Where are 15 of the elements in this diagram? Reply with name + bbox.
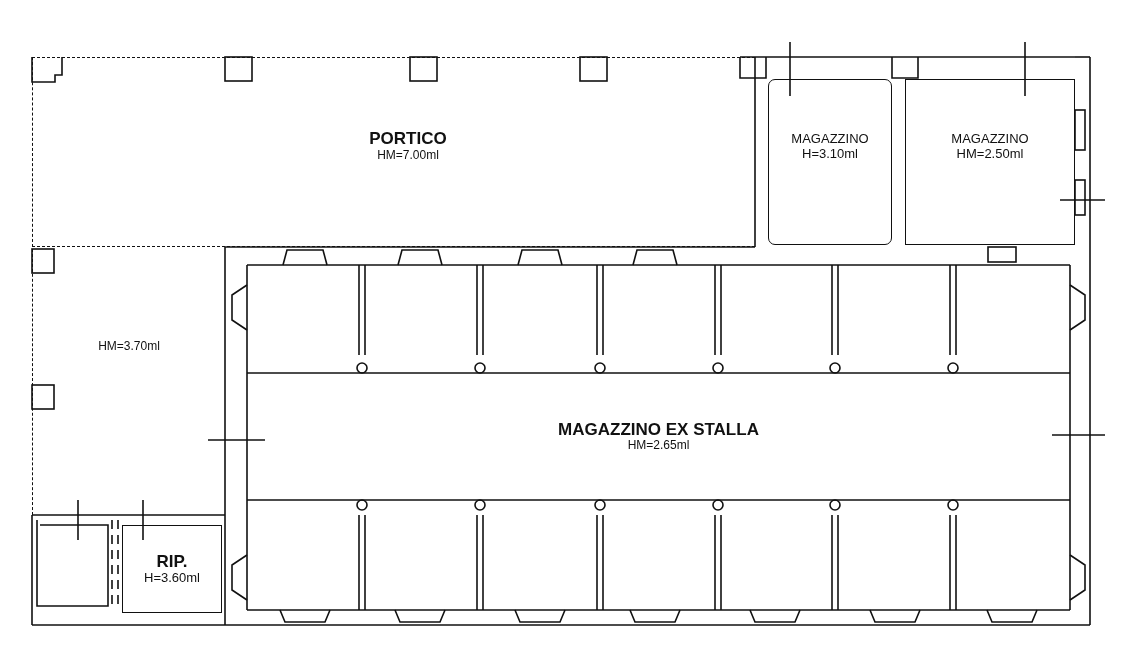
height-label: HM=3.70ml <box>98 340 160 354</box>
room-name: MAGAZZINO <box>951 132 1029 147</box>
height-label: HM=2.50ml <box>956 147 1024 162</box>
room <box>768 79 892 245</box>
room <box>905 79 1075 245</box>
room <box>32 57 755 247</box>
height-label: HM=7.00ml <box>377 148 439 163</box>
room-name: MAGAZZINO <box>791 132 869 147</box>
room-name: PORTICO <box>369 129 447 149</box>
room <box>122 525 222 613</box>
room-name: MAGAZZINO EX STALLA <box>558 419 759 440</box>
height-label: HM=2.65ml <box>627 439 690 454</box>
room-name: RIP. <box>156 551 188 572</box>
height-label: H=3.10ml <box>802 147 858 162</box>
height-label: H=3.60ml <box>144 571 200 587</box>
